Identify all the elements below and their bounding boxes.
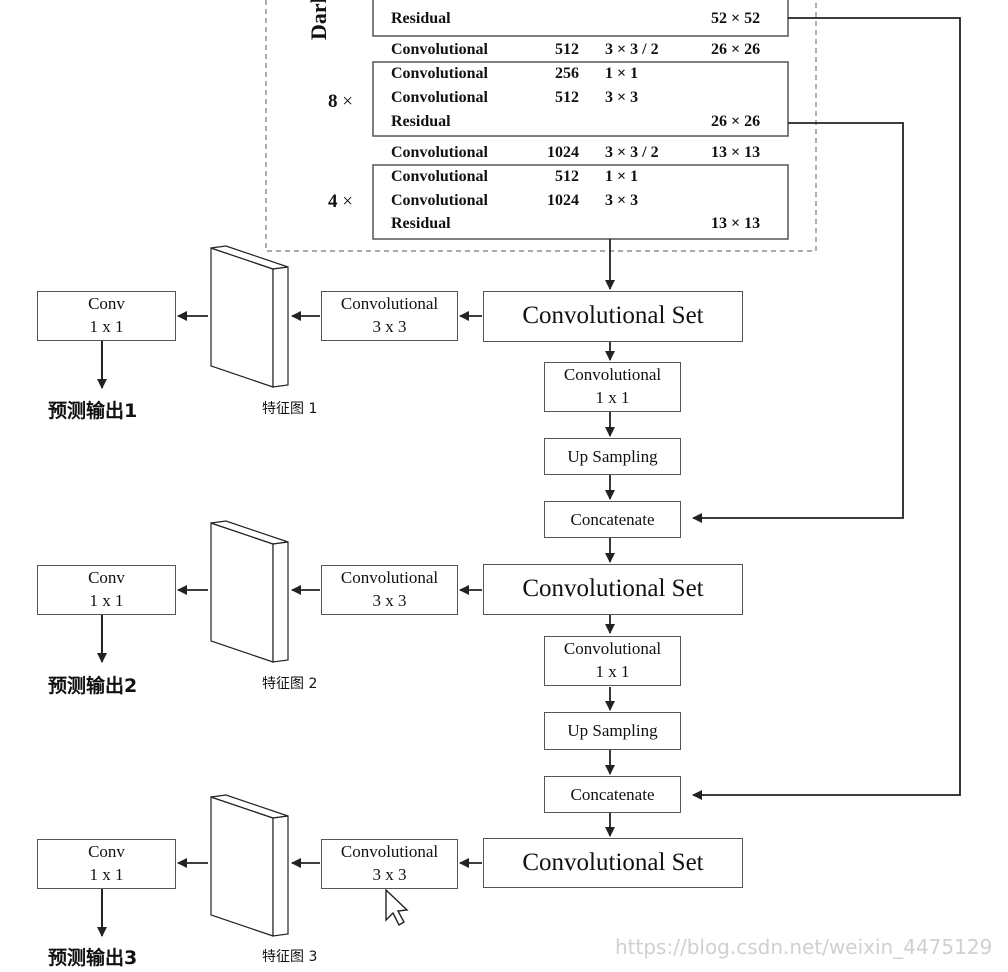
branch2-conv1x1-box: Conv 1 x 1 bbox=[37, 565, 176, 615]
darknet-group-a-box bbox=[372, 0, 789, 37]
group-c-row-2-output: 13 × 13 bbox=[711, 215, 761, 232]
group-c-row-0-filters: 512 bbox=[555, 168, 579, 185]
darknet-label: Dark bbox=[306, 0, 331, 40]
branch3-conv3x3-line2: 3 x 3 bbox=[372, 865, 407, 884]
between-ab-size: 3 × 3 / 2 bbox=[605, 41, 659, 58]
branch1-conv1x1-line2: 1 x 1 bbox=[89, 317, 124, 336]
neck1-conv1x1-box: Convolutional 1 x 1 bbox=[544, 362, 681, 412]
concatenate-1: Concatenate bbox=[544, 501, 681, 538]
feature-map-2-slab bbox=[210, 520, 289, 663]
neck2-conv1x1-line2: 1 x 1 bbox=[595, 662, 630, 681]
feature-map-3-label: 特征图 3 bbox=[262, 949, 318, 965]
branch3-conv3x3-box: Convolutional 3 x 3 bbox=[321, 839, 458, 889]
neck2-conv1x1-box: Convolutional 1 x 1 bbox=[544, 636, 681, 686]
watermark: https://blog.csdn.net/weixin_4475129 bbox=[615, 935, 993, 959]
between-bc-output: 13 × 13 bbox=[711, 144, 761, 161]
group-b-row-1-size: 3 × 3 bbox=[605, 89, 639, 106]
branch2-conv3x3-line2: 3 x 3 bbox=[372, 591, 407, 610]
branch3-conv3x3-line1: Convolutional bbox=[340, 842, 439, 861]
darknet-top-mult: 8 × bbox=[330, 0, 355, 4]
group-a-row-name: Residual bbox=[391, 10, 451, 27]
group-c-row-1-size: 3 × 3 bbox=[605, 192, 639, 209]
group-b-row-0-filters: 256 bbox=[555, 65, 579, 82]
darknet-group-c-box bbox=[372, 164, 789, 240]
neck1-conv1x1-line2: 1 x 1 bbox=[595, 388, 630, 407]
branch2-conv3x3-line1: Convolutional bbox=[340, 568, 439, 587]
group-c-row-2-name: Residual bbox=[391, 215, 451, 232]
prediction-output-2: 预测输出2 bbox=[48, 675, 138, 697]
branch1-conv3x3-line1: Convolutional bbox=[340, 294, 439, 313]
between-bc-name: Convolutional bbox=[391, 144, 488, 161]
feature-map-1-slab bbox=[210, 245, 289, 388]
branch2-conv3x3-box: Convolutional 3 x 3 bbox=[321, 565, 458, 615]
group-b-row-2-output: 26 × 26 bbox=[711, 113, 761, 130]
skip-line-52 bbox=[692, 17, 961, 800]
between-ab-filters: 512 bbox=[555, 41, 579, 58]
feature-map-2-label: 特征图 2 bbox=[262, 676, 318, 692]
skip-line-26 bbox=[692, 122, 904, 523]
group-b-row-1-name: Convolutional bbox=[391, 89, 488, 106]
group-c-mult: 4 × bbox=[328, 191, 353, 212]
group-b-row-0-name: Convolutional bbox=[391, 65, 488, 82]
group-b-row-1-filters: 512 bbox=[555, 89, 579, 106]
group-c-row-0-size: 1 × 1 bbox=[605, 168, 639, 185]
concatenate-2: Concatenate bbox=[544, 776, 681, 813]
group-c-row-1-filters: 1024 bbox=[547, 192, 579, 209]
branch1-conv1x1-box: Conv 1 x 1 bbox=[37, 291, 176, 341]
feature-map-3-slab bbox=[210, 794, 289, 937]
group-c-row-0-name: Convolutional bbox=[391, 168, 488, 185]
neck2-conv1x1-line1: Convolutional bbox=[563, 639, 662, 658]
group-b-row-2-name: Residual bbox=[391, 113, 451, 130]
between-ab-output: 26 × 26 bbox=[711, 41, 761, 58]
neck1-conv1x1-line1: Convolutional bbox=[563, 365, 662, 384]
branch1-conv3x3-line2: 3 x 3 bbox=[372, 317, 407, 336]
mouse-cursor-icon bbox=[385, 888, 409, 926]
branch2-conv1x1-line2: 1 x 1 bbox=[89, 591, 124, 610]
branch1-conv3x3-box: Convolutional 3 x 3 bbox=[321, 291, 458, 341]
group-b-row-0-size: 1 × 1 bbox=[605, 65, 639, 82]
upsampling-2: Up Sampling bbox=[544, 712, 681, 750]
prediction-output-1: 预测输出1 bbox=[48, 400, 138, 422]
feature-map-1-label: 特征图 1 bbox=[262, 401, 318, 417]
group-b-mult: 8 × bbox=[328, 91, 353, 112]
conv-set-3: Convolutional Set bbox=[483, 838, 743, 888]
between-bc-size: 3 × 3 / 2 bbox=[605, 144, 659, 161]
group-c-row-1-name: Convolutional bbox=[391, 192, 488, 209]
between-ab-name: Convolutional bbox=[391, 41, 488, 58]
branch3-conv1x1-box: Conv 1 x 1 bbox=[37, 839, 176, 889]
darknet-group-b-box bbox=[372, 61, 789, 137]
branch2-conv1x1-line1: Conv bbox=[88, 568, 125, 587]
branch3-conv1x1-line2: 1 x 1 bbox=[89, 865, 124, 884]
branch1-conv1x1-line1: Conv bbox=[88, 294, 125, 313]
between-bc-filters: 1024 bbox=[547, 144, 579, 161]
branch3-conv1x1-line1: Conv bbox=[88, 842, 125, 861]
group-a-row-output: 52 × 52 bbox=[711, 10, 761, 27]
prediction-output-3: 预测输出3 bbox=[48, 947, 138, 969]
conv-set-2: Convolutional Set bbox=[483, 564, 743, 615]
upsampling-1: Up Sampling bbox=[544, 438, 681, 475]
conv-set-1: Convolutional Set bbox=[483, 291, 743, 342]
